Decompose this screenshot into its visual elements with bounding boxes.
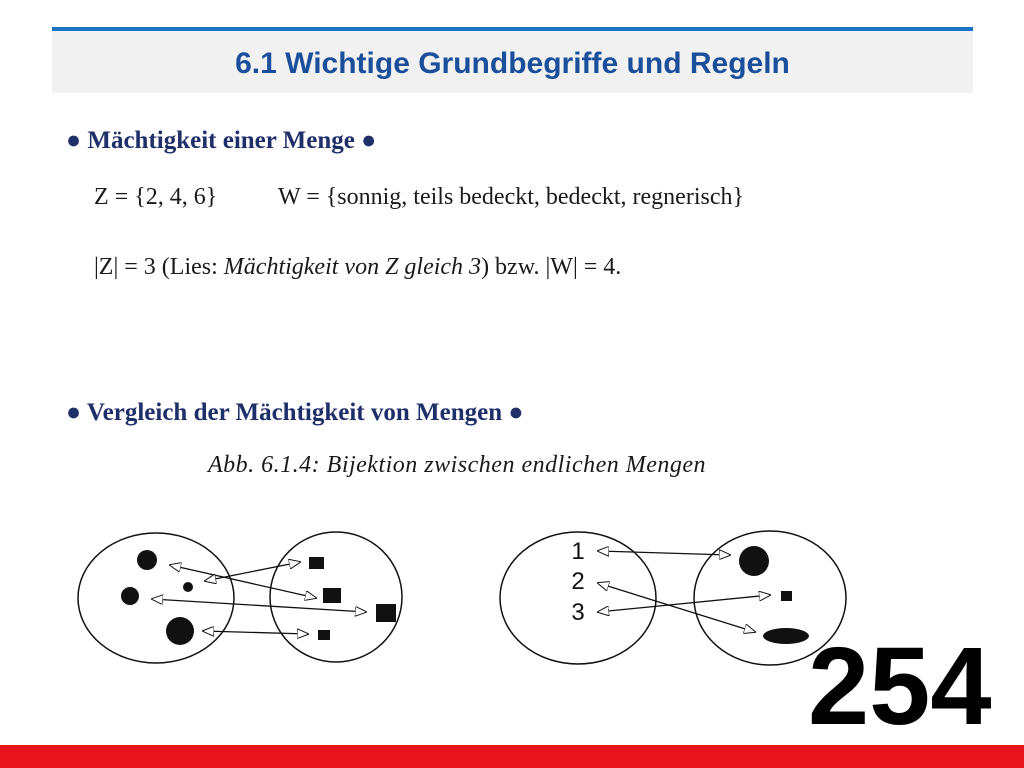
element-label-1: 1 — [571, 538, 584, 565]
slide-number: 254 — [808, 625, 992, 748]
mapping-arrow — [205, 562, 300, 581]
set-z-definition: Z = {2, 4, 6} — [94, 184, 218, 210]
element-oval — [763, 628, 809, 644]
element-label-3: 3 — [571, 599, 584, 626]
right-bijection-diagram: 1 2 3 — [499, 530, 847, 666]
element-square — [318, 630, 330, 640]
element-dot — [121, 587, 139, 605]
set-w-definition: W = {sonnig, teils bedeckt, bedeckt, reg… — [278, 184, 744, 210]
page-title: 6.1 Wichtige Grundbegriffe und Regeln — [235, 47, 790, 80]
element-dot — [137, 550, 157, 570]
section-heading-cardinality: ● Mächtigkeit einer Menge ● — [66, 127, 377, 154]
mapping-arrow — [598, 583, 755, 632]
element-dot — [166, 617, 194, 645]
element-label-2: 2 — [571, 568, 584, 595]
figure-caption: Abb. 6.1.4: Bijektion zwischen endlichen… — [208, 452, 707, 478]
element-square — [309, 557, 324, 569]
mapping-arrow — [598, 595, 770, 612]
cardinality-text-end: ) bzw. |W| = 4. — [481, 254, 622, 280]
element-square — [376, 604, 396, 622]
title-bar: 6.1 Wichtige Grundbegriffe und Regeln — [52, 27, 973, 93]
section-heading-comparison: ● Vergleich der Mächtigkeit von Mengen ● — [66, 399, 524, 426]
mapping-arrow — [170, 565, 316, 598]
element-square — [781, 591, 792, 601]
cardinality-statement: |Z| = 3 (Lies: Mächtigkeit von Z gleich … — [94, 254, 621, 281]
mapping-arrow — [203, 631, 308, 634]
mapping-arrow — [152, 599, 366, 612]
bottom-accent-bar — [0, 745, 1024, 768]
cardinality-text-italic: Mächtigkeit von Z gleich 3 — [223, 254, 482, 280]
cardinality-text-start: |Z| = 3 (Lies: — [94, 254, 224, 280]
element-square — [323, 588, 341, 603]
element-dot — [183, 582, 193, 592]
set-ellipse-left-a — [77, 532, 235, 664]
left-bijection-diagram — [77, 531, 403, 664]
mapping-arrow — [598, 551, 730, 555]
element-dot — [739, 546, 769, 576]
